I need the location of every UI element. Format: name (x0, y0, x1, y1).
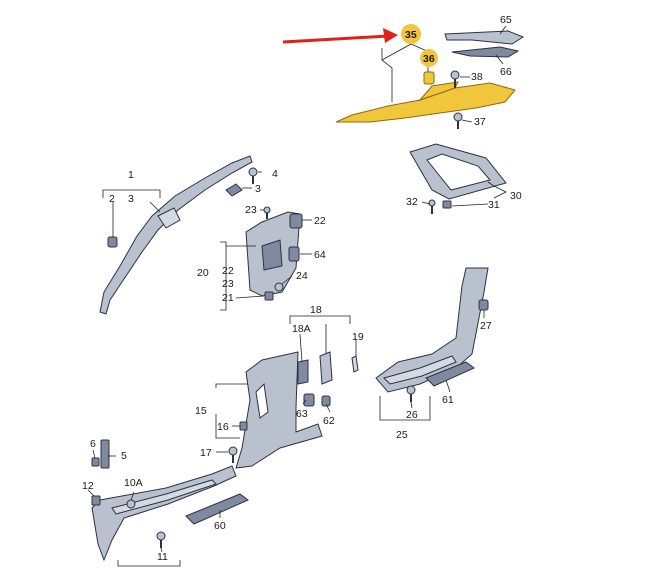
seatbelt-bracket-22 (289, 213, 303, 229)
screw-17 (228, 446, 238, 463)
clip-62 (321, 395, 331, 407)
callout-62: 62 (323, 415, 335, 427)
trim-panel-35-highlighted (335, 81, 516, 123)
callout-5: 5 (121, 450, 127, 462)
callout-61: 61 (442, 394, 454, 406)
clip-12 (91, 495, 101, 506)
callout-6: 6 (90, 438, 96, 450)
callout-23-top: 23 (245, 204, 257, 216)
rear-sill-trim-25 (375, 267, 489, 393)
screw-37 (453, 112, 463, 129)
callout-36: 36 (423, 53, 435, 65)
clip-6 (91, 457, 100, 467)
callout-60: 60 (214, 520, 226, 532)
clip-36 (423, 71, 435, 85)
clip-3 (225, 183, 243, 197)
screw-24 (274, 282, 284, 292)
callout-21: 21 (222, 292, 234, 304)
bracket-18A (297, 359, 309, 385)
callout-16: 16 (217, 421, 229, 433)
callout-11: 11 (157, 551, 168, 563)
screw-4 (248, 167, 258, 184)
window-trim-30 (409, 143, 507, 200)
clip-21 (264, 291, 274, 301)
callout-3-left: 3 (128, 193, 134, 205)
red-pointer-arrow (282, 28, 398, 44)
callout-31: 31 (488, 199, 500, 211)
callout-22-top: 22 (314, 215, 326, 227)
screw-23 (263, 206, 271, 219)
callout-38: 38 (471, 71, 483, 83)
callout-19: 19 (352, 331, 364, 343)
callout-27: 27 (480, 320, 492, 332)
bracket-18 (319, 351, 333, 385)
callout-24: 24 (296, 270, 308, 282)
screw-10A (126, 499, 136, 509)
callout-3-right: 3 (255, 183, 261, 195)
callout-12: 12 (82, 480, 94, 492)
callout-15: 15 (195, 405, 207, 417)
strip-66 (451, 46, 520, 58)
callout-18A: 18A (292, 323, 311, 335)
callout-35: 35 (405, 29, 417, 41)
clip-27 (478, 299, 489, 311)
callout-37: 37 (474, 116, 486, 128)
sill-insert-60 (185, 493, 249, 525)
b-pillar-upper-trim-20 (245, 211, 301, 297)
callout-18: 18 (310, 304, 322, 316)
callout-25: 25 (396, 429, 408, 441)
callout-1: 1 (128, 169, 134, 181)
callout-10A: 10A (124, 477, 143, 489)
screw-32 (428, 199, 436, 214)
callout-22-group: 22 (222, 265, 234, 277)
callout-17: 17 (200, 447, 212, 459)
callout-65: 65 (500, 14, 512, 26)
callout-66: 66 (500, 66, 512, 78)
clip-16 (239, 421, 248, 431)
leader-lines (87, 25, 507, 567)
strip-65 (444, 30, 525, 45)
clip-63 (303, 393, 315, 407)
callout-4: 4 (272, 168, 278, 180)
callout-26: 26 (406, 409, 418, 421)
front-sill-trim (91, 465, 237, 562)
a-pillar-trim-1 (99, 155, 253, 315)
trim-strip-5 (100, 439, 110, 469)
callout-30: 30 (510, 190, 522, 202)
callout-2: 2 (109, 193, 115, 205)
clip-19 (351, 355, 359, 373)
callout-36-badge (420, 49, 438, 67)
callout-35-badge (401, 24, 421, 44)
screw-11 (156, 531, 166, 548)
callout-63: 63 (296, 408, 308, 420)
screw-38 (450, 70, 460, 88)
b-pillar-lower-trim-15 (235, 351, 323, 469)
clip-2 (107, 236, 118, 248)
callout-20: 20 (197, 267, 209, 279)
callout-labels: 35 36 65 38 66 37 30 32 31 1 2 3 4 3 23 … (82, 14, 522, 563)
callout-64: 64 (314, 249, 326, 261)
callout-23-group: 23 (222, 278, 234, 290)
sill-insert-61 (425, 361, 475, 387)
clip-64 (288, 246, 300, 262)
clip-31 (442, 200, 452, 209)
callout-32: 32 (406, 196, 418, 208)
screw-26 (406, 385, 416, 402)
